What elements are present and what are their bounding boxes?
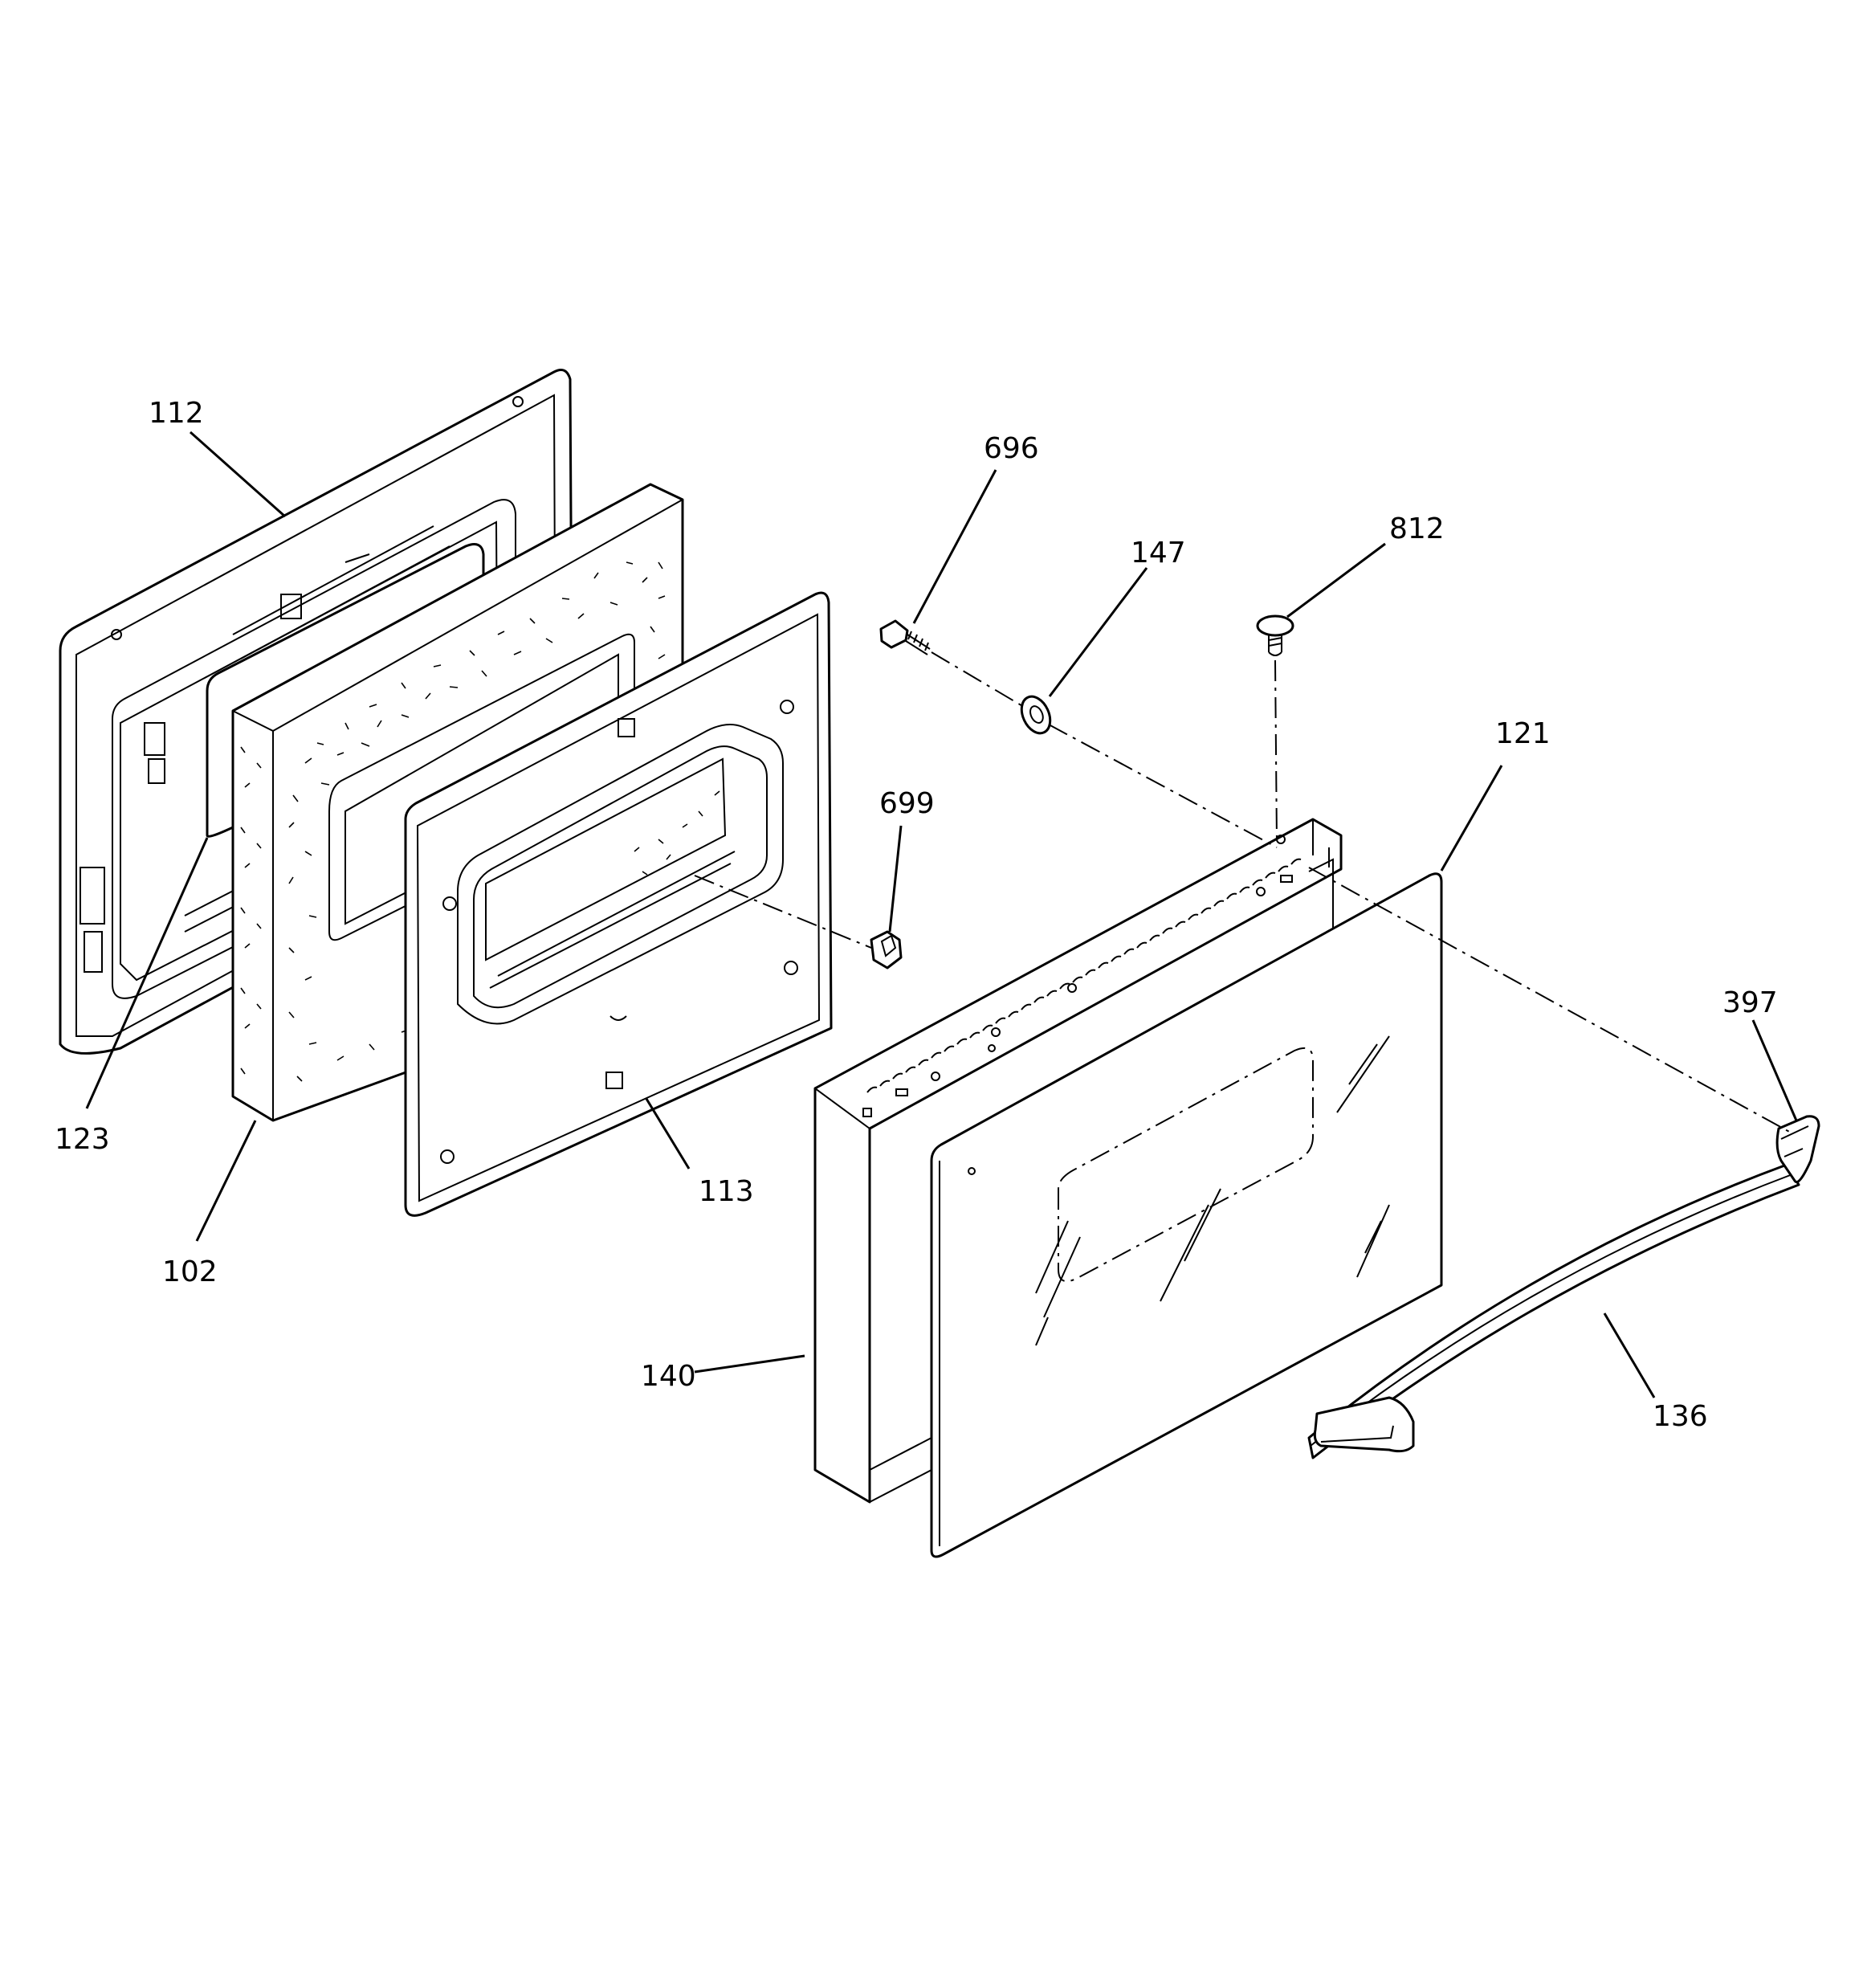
part-136-door-handle <box>1307 1163 1800 1459</box>
part-696-screw <box>879 619 931 655</box>
callout-397: 397 <box>1722 986 1778 1019</box>
callout-140: 140 <box>641 1360 696 1393</box>
callout-112: 112 <box>149 397 204 430</box>
part-397-end-cap <box>1775 1115 1820 1183</box>
callout-136: 136 <box>1653 1400 1708 1433</box>
callout-121: 121 <box>1495 717 1551 750</box>
part-812-screw <box>1256 614 1294 656</box>
part-140-outer-door-frame <box>813 818 1343 1504</box>
callout-699: 699 <box>879 787 935 820</box>
part-113-inner-door-panel <box>404 591 833 1217</box>
callout-123: 123 <box>55 1123 110 1156</box>
callout-147: 147 <box>1131 537 1186 569</box>
callout-696: 696 <box>984 432 1039 465</box>
callout-102: 102 <box>162 1255 218 1288</box>
part-699-clip <box>870 930 903 970</box>
callout-812: 812 <box>1389 512 1445 545</box>
callout-labels: 112 123 102 113 696 147 812 699 121 397 … <box>55 397 1778 1433</box>
part-121-outer-glass <box>930 872 1443 1558</box>
assembly-lines <box>694 651 1792 1133</box>
leader-lines <box>85 431 1798 1398</box>
callout-113: 113 <box>699 1175 754 1208</box>
part-147-washer <box>1020 695 1052 735</box>
